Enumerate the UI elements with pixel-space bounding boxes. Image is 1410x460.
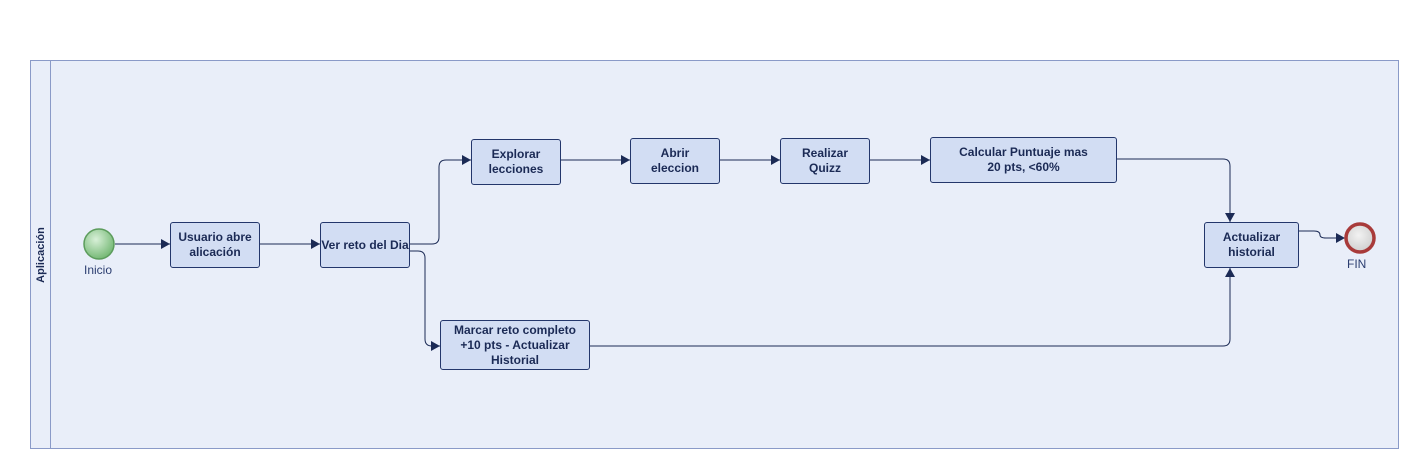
task-calcular-puntuaje[interactable]: Calcular Puntuaje mas 20 pts, <60%: [930, 137, 1117, 183]
lane-header: [30, 60, 51, 449]
task-marcar-reto[interactable]: Marcar reto completo +10 pts - Actualiza…: [440, 320, 590, 370]
task-ver-reto[interactable]: Ver reto del Dia: [320, 222, 410, 268]
task-abrir-eleccion[interactable]: Abrir eleccion: [630, 138, 720, 184]
flow-reto-explorar: [409, 155, 471, 245]
flow-calcular-actualizar: [1116, 158, 1235, 222]
start-event-label: Inicio: [84, 263, 113, 277]
task-usuario-abre[interactable]: Usuario abre alicación: [170, 222, 260, 268]
flow-reto-marcar: [409, 250, 440, 351]
end-event-icon: [1344, 222, 1376, 254]
flow-actualizar-fin: [1298, 230, 1345, 243]
start-event-icon: [83, 228, 115, 260]
flow-marcar-actualizar: [589, 268, 1235, 347]
end-event-label: FIN: [1347, 257, 1367, 271]
task-realizar-quizz[interactable]: Realizar Quizz: [780, 138, 870, 184]
task-actualizar-historial[interactable]: Actualizar historial: [1204, 222, 1299, 268]
task-explorar-lecciones[interactable]: Explorar lecciones: [471, 139, 561, 185]
